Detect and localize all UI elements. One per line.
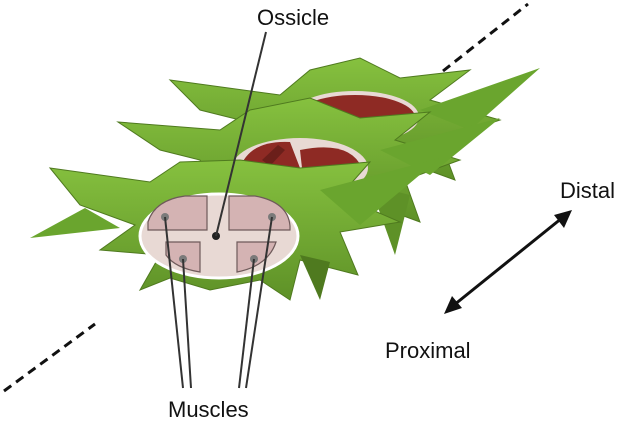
muscle-leader-line (245, 216, 273, 389)
ossicle-leader-line (215, 31, 267, 237)
distal-label: Distal (560, 178, 616, 203)
muscle-leader-line (164, 216, 184, 389)
direction-arrow (444, 210, 572, 314)
axis-dashed-line-top (442, 2, 529, 73)
muscles-label: Muscles (168, 397, 249, 422)
proximal-label: Proximal (385, 338, 471, 363)
muscle-block-upper-left (147, 195, 208, 231)
muscle-leader-line (182, 258, 192, 389)
axis-dashed-line-bottom (3, 322, 96, 393)
muscle-leader-line (238, 258, 255, 389)
ossicle-label: Ossicle (257, 5, 330, 30)
segment-proximal (30, 158, 440, 301)
muscle-block-upper-right (228, 195, 291, 231)
